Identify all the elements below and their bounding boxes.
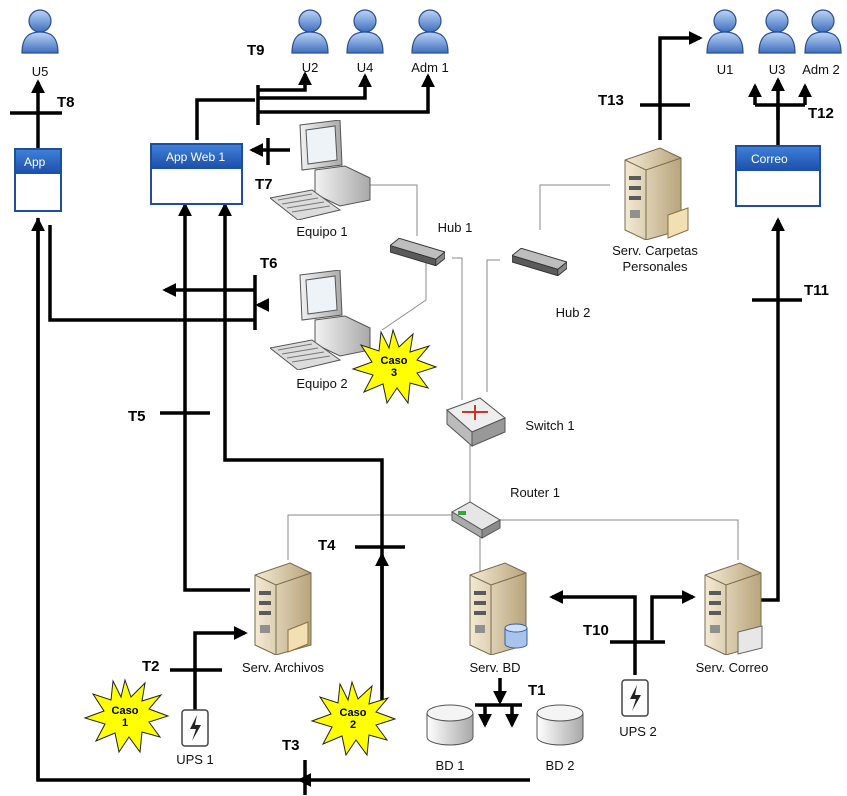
hub-icon [512, 248, 567, 276]
ups-icon [622, 680, 648, 716]
bd1-label: BD 1 [425, 758, 475, 773]
app-web-1-window[interactable]: App Web 1 [150, 143, 243, 205]
app-web-1-window-title: App Web 1 [152, 145, 241, 169]
user-adm1-icon [412, 10, 448, 53]
threat-label-t4: T4 [318, 537, 336, 554]
caso3-number: 3 [391, 367, 397, 379]
hub1-label: Hub 1 [430, 220, 480, 235]
disk-icon [537, 705, 583, 745]
user-u5-label: U5 [22, 64, 58, 79]
computer-icon [270, 120, 370, 220]
threat-label-t1: T1 [528, 682, 546, 699]
caso3-label: Caso 3 [377, 355, 411, 379]
router1-label: Router 1 [500, 485, 570, 500]
threat-label-t6: T6 [260, 255, 278, 272]
hub2-label: Hub 2 [548, 305, 598, 320]
caso1-label: Caso 1 [108, 705, 142, 729]
user-u4-label: U4 [347, 60, 383, 75]
database-icon [505, 624, 527, 648]
correo-window[interactable]: Correo [735, 145, 821, 207]
switch-icon [447, 398, 505, 446]
switch1-label: Switch 1 [515, 418, 585, 433]
threat-label-t11: T11 [804, 282, 829, 299]
app-window[interactable]: App [14, 148, 62, 212]
user-u5-icon [22, 10, 58, 53]
caso3-word: Caso [381, 355, 408, 367]
threat-label-t3: T3 [282, 737, 300, 754]
threat-label-t7: T7 [255, 176, 273, 193]
computer-icon [270, 270, 370, 370]
app-window-title: App [16, 150, 60, 174]
user-u1-icon [707, 10, 743, 53]
user-adm1-label: Adm 1 [402, 60, 458, 75]
user-adm2-icon [805, 10, 841, 53]
user-u2-icon [292, 10, 328, 53]
caso2-number: 2 [350, 719, 356, 731]
caso2-word: Caso [340, 707, 367, 719]
user-u3-label: U3 [759, 62, 795, 77]
router-icon [452, 502, 500, 538]
user-u1-label: U1 [707, 62, 743, 77]
user-u4-icon [347, 10, 383, 53]
caso1-word: Caso [112, 705, 139, 717]
caso2-label: Caso 2 [336, 707, 370, 731]
user-u3-icon [759, 10, 795, 53]
threat-label-t9: T9 [247, 42, 265, 59]
serv-bd-label: Serv. BD [460, 660, 530, 675]
correo-window-title: Correo [737, 147, 819, 171]
bd2-label: BD 2 [535, 758, 585, 773]
serv-correo-label: Serv. Correo [682, 660, 782, 675]
user-u2-label: U2 [292, 60, 328, 75]
equipo1-label: Equipo 1 [282, 224, 362, 239]
hub-icon [390, 238, 445, 266]
caso1-number: 1 [122, 717, 128, 729]
threat-label-t5: T5 [128, 408, 146, 425]
ups-icon [182, 710, 208, 746]
threat-label-t2: T2 [142, 658, 160, 675]
ups2-label: UPS 2 [608, 724, 668, 739]
threat-label-t13: T13 [598, 92, 624, 109]
disk-icon [427, 705, 473, 745]
threat-label-t10: T10 [583, 622, 609, 639]
equipo2-label: Equipo 2 [282, 376, 362, 391]
threat-label-t8: T8 [57, 94, 75, 111]
serv-carpetas-label: Serv. Carpetas Personales [600, 243, 710, 275]
user-adm2-label: Adm 2 [795, 62, 847, 77]
threat-label-t12: T12 [808, 105, 834, 122]
ups1-label: UPS 1 [165, 752, 225, 767]
serv-archivos-label: Serv. Archivos [228, 660, 338, 675]
